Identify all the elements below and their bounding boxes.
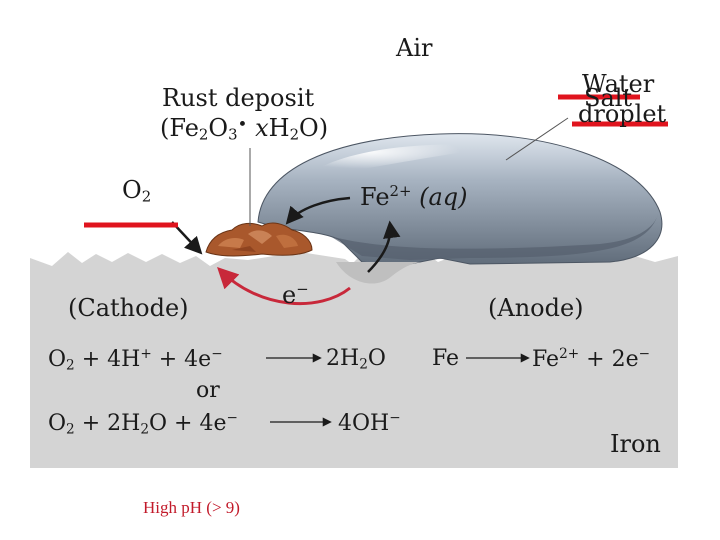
salt-label: Salt [584,84,633,112]
anode-label: (Anode) [488,294,584,322]
cathode-equation-1-left: O2 + 4H+ + 4e− [48,346,223,374]
droplet-pointer-line [505,117,569,161]
cathode-label: (Cathode) [68,294,189,322]
iron-label: Iron [610,430,661,458]
fe-ion-label: Fe2+ (aq) [360,182,468,211]
water-label: Water [582,70,655,98]
air-label: Air [396,34,433,62]
electron-flow-arrow [217,267,351,305]
anode-equation-left: Fe [432,346,460,371]
electron-label: e− [282,280,309,309]
iron-block [30,252,678,468]
anode-equation-right: Fe2+ + 2e− [532,346,651,373]
anode-pit [336,262,420,284]
rust-deposit-label: Rust deposit [162,84,315,112]
o2-label: O2 [122,176,152,206]
cathode-equation-2-right: 4OH− [338,410,401,437]
droplet-label: droplet [578,100,667,128]
high-ph-caption: High pH (> 9) [143,498,240,517]
fe-ion-arrow [285,196,351,225]
droplet-shadow [330,214,658,260]
anode-up-arrow [367,220,401,273]
cathode-equation-1-right: 2H2O [326,346,386,373]
rust-formula: (Fe2O3• xH2O) [160,114,329,144]
rust-deposit [205,222,313,257]
droplet-highlight [300,144,500,182]
cathode-equation-2-left: O2 + 2H2O + 4e− [48,410,238,438]
or-label: or [196,378,220,403]
